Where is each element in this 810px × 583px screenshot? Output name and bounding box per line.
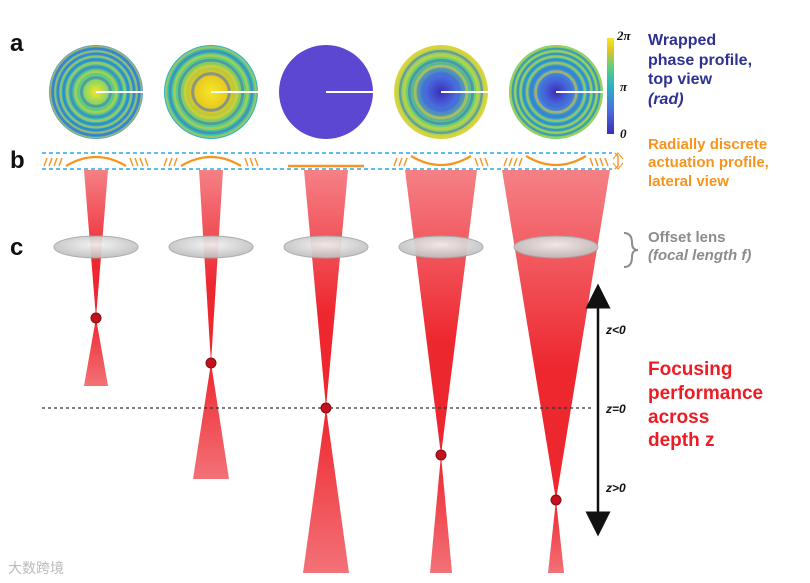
- focus-label-line2: performance: [648, 382, 764, 404]
- actuation-segment-4: [398, 157, 403, 167]
- beam-diverging-5: [548, 500, 564, 573]
- actuation-segment-5: [594, 157, 599, 167]
- panel-label-a: a: [10, 30, 24, 57]
- actuation-segment-1: [134, 157, 139, 167]
- focal-point-4: [435, 449, 447, 461]
- colorbar-tick-mid: π: [620, 79, 628, 94]
- z-tick-negative: z<0: [606, 323, 626, 337]
- focus-point-group: [90, 312, 562, 506]
- offset-lens-2: [168, 235, 254, 259]
- beam-diverging-4: [430, 455, 452, 573]
- offset-lens-4: [398, 235, 484, 259]
- actuation-segment-1: [144, 157, 149, 167]
- actuation-segment-5: [604, 157, 609, 167]
- actuation-profile-1: [65, 156, 127, 167]
- actuation-segment-1: [139, 157, 144, 167]
- phase-label-line2: phase profile,: [648, 51, 753, 69]
- actuation-label-line1: Radially discrete: [648, 136, 768, 153]
- actuation-segment-1: [53, 157, 58, 167]
- phase-label-line3: top view: [648, 71, 713, 89]
- actuation-profile-label: Radially discrete actuation profile, lat…: [648, 136, 769, 191]
- actuation-segment-2: [244, 157, 249, 167]
- beam-diverging-3: [303, 408, 349, 573]
- colorbar-tick-top: 2π: [617, 28, 631, 43]
- focusing-performance-label: Focusing performance across depth z: [648, 358, 763, 453]
- actuation-segment-2: [254, 157, 259, 167]
- panel-label-c: c: [10, 234, 24, 261]
- beam-group: [84, 170, 610, 573]
- actuation-segment-4: [474, 157, 479, 167]
- z-tick-zero: z=0: [606, 402, 626, 416]
- offset-lens-1: [53, 235, 139, 259]
- actuation-segment-5: [508, 157, 513, 167]
- actuation-segment-5: [589, 157, 594, 167]
- actuation-profile-5: [525, 155, 587, 166]
- actuation-segment-4: [393, 157, 398, 167]
- actuation-segment-2: [163, 157, 168, 167]
- phase-profile-label: Wrapped phase profile, top view (rad): [648, 31, 752, 109]
- colorbar-tick-bottom: 0: [620, 126, 627, 141]
- actuation-segment-1: [48, 157, 53, 167]
- lens-label-line1: Offset lens: [648, 229, 726, 246]
- focus-label-line4-text: depth z: [648, 430, 715, 452]
- lens-brace: [623, 232, 639, 268]
- actuation-profile-group: [43, 155, 609, 168]
- focus-label-line3: across: [648, 406, 710, 428]
- actuation-segment-4: [479, 157, 484, 167]
- z-tick-positive: z>0: [606, 481, 626, 495]
- phase-disk-group: [49, 45, 603, 139]
- panel-label-b: b: [10, 147, 25, 174]
- actuation-profile-2: [180, 156, 242, 167]
- actuation-segment-1: [129, 157, 134, 167]
- watermark: 大数跨境: [8, 561, 64, 577]
- focal-point-2: [205, 357, 217, 369]
- actuation-segment-1: [43, 157, 48, 167]
- focus-label-line4: depth z: [648, 429, 763, 453]
- beam-diverging-1: [84, 318, 108, 386]
- colorbar: [607, 38, 614, 134]
- lens-group: [53, 235, 599, 259]
- actuation-range-arrows: [612, 152, 624, 170]
- phase-label-line1: Wrapped: [648, 32, 717, 49]
- phase-label-line4: (rad): [648, 90, 684, 108]
- actuation-label-line3: lateral view: [648, 172, 729, 190]
- focus-label-line1: Focusing: [648, 359, 733, 380]
- actuation-segment-2: [168, 157, 173, 167]
- offset-lens-3: [283, 235, 369, 259]
- actuation-segment-5: [518, 157, 523, 167]
- actuation-segment-5: [513, 157, 518, 167]
- actuation-segment-5: [599, 157, 604, 167]
- beam-converging-4: [405, 170, 477, 455]
- beam-converging-2: [199, 170, 223, 363]
- beam-diverging-2: [193, 363, 229, 479]
- focal-point-1: [90, 312, 102, 324]
- actuation-segment-2: [249, 157, 254, 167]
- offset-lens-label: Offset lens (focal length f): [648, 229, 751, 266]
- beam-converging-5: [502, 170, 610, 500]
- focal-point-5: [550, 494, 562, 506]
- actuation-segment-5: [503, 157, 508, 167]
- actuation-segment-1: [58, 157, 63, 167]
- actuation-segment-4: [484, 157, 489, 167]
- actuation-segment-2: [173, 157, 178, 167]
- actuation-profile-4: [410, 155, 472, 166]
- beam-converging-3: [304, 170, 348, 408]
- actuation-label-line2: actuation profile,: [648, 154, 769, 172]
- actuation-segment-4: [403, 157, 408, 167]
- focal-point-3: [320, 402, 332, 414]
- offset-lens-5: [513, 235, 599, 259]
- lens-label-line2: (focal length f): [648, 247, 752, 265]
